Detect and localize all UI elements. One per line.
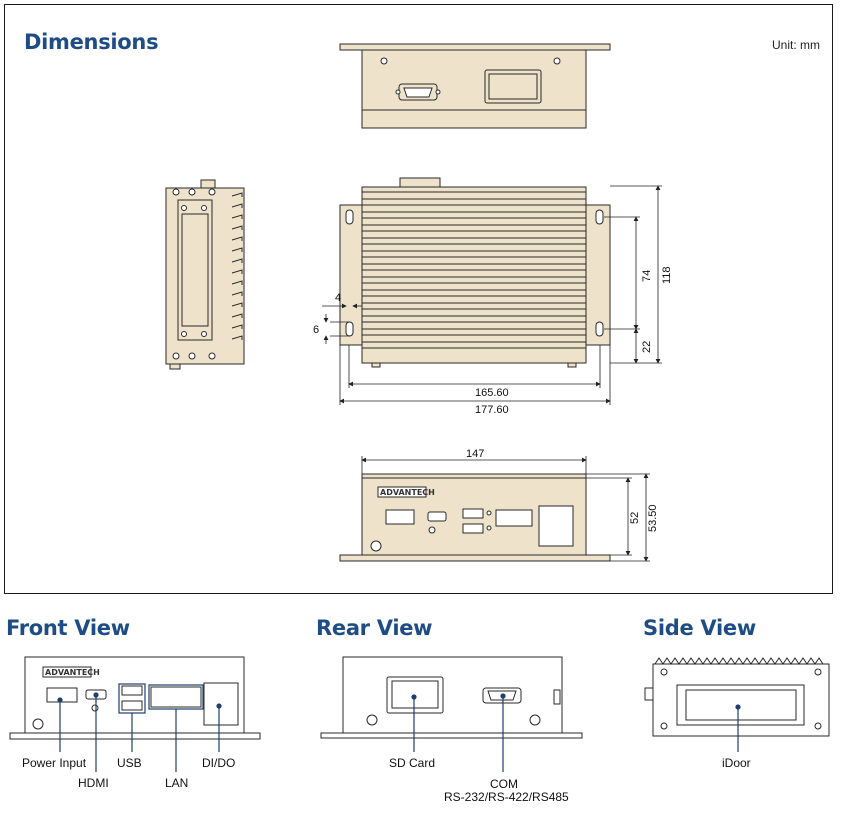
dimensions-frame: [4, 4, 833, 594]
label-sd-card: SD Card: [389, 756, 436, 770]
dim-147: 147: [466, 448, 484, 460]
dim-22: 22: [641, 341, 653, 353]
label-hdmi: HDMI: [78, 776, 109, 790]
side-view-heading: Side View: [643, 616, 756, 640]
dimensions-heading: Dimensions: [24, 30, 159, 54]
front-view-heading: Front View: [6, 616, 130, 640]
unit-label: Unit: mm: [772, 38, 820, 52]
label-power-input: Power Input: [22, 756, 87, 770]
label-com-standards: RS-232/RS-422/RS485: [444, 790, 569, 804]
label-com: COM: [490, 777, 518, 791]
dim-6: 6: [313, 324, 319, 336]
label-idoor: iDoor: [722, 756, 751, 770]
top-view-drawing: [339, 43, 611, 129]
rear-view-callouts: [411, 693, 506, 772]
front-view-callouts: [57, 683, 222, 772]
label-dido: DI/DO: [202, 756, 236, 770]
label-lan: LAN: [165, 776, 189, 790]
front-face-dimension-lines: [361, 456, 650, 562]
dim-177-60: 177.60: [475, 404, 509, 416]
dim-74: 74: [641, 270, 653, 282]
main-view-dimension-lines: [322, 185, 662, 405]
dim-165-60: 165.60: [475, 387, 509, 399]
rear-view-heading: Rear View: [316, 616, 433, 640]
dim-52: 52: [629, 512, 641, 524]
side-view-drawing: [644, 657, 830, 737]
left-side-view-drawing: [165, 179, 245, 370]
front-face-brand: ADVANTECH: [380, 488, 435, 497]
label-usb: USB: [117, 756, 142, 770]
rear-view-drawing: [320, 656, 583, 739]
dim-118: 118: [661, 266, 673, 284]
main-top-view-drawing: [339, 177, 611, 368]
dim-4: 4: [335, 292, 341, 304]
front-view-brand: ADVANTECH: [45, 668, 100, 677]
dim-53-50: 53.50: [647, 504, 659, 532]
front-face-drawing: [339, 473, 611, 562]
front-view-drawing: [9, 656, 261, 740]
side-view-callouts: [735, 704, 741, 752]
